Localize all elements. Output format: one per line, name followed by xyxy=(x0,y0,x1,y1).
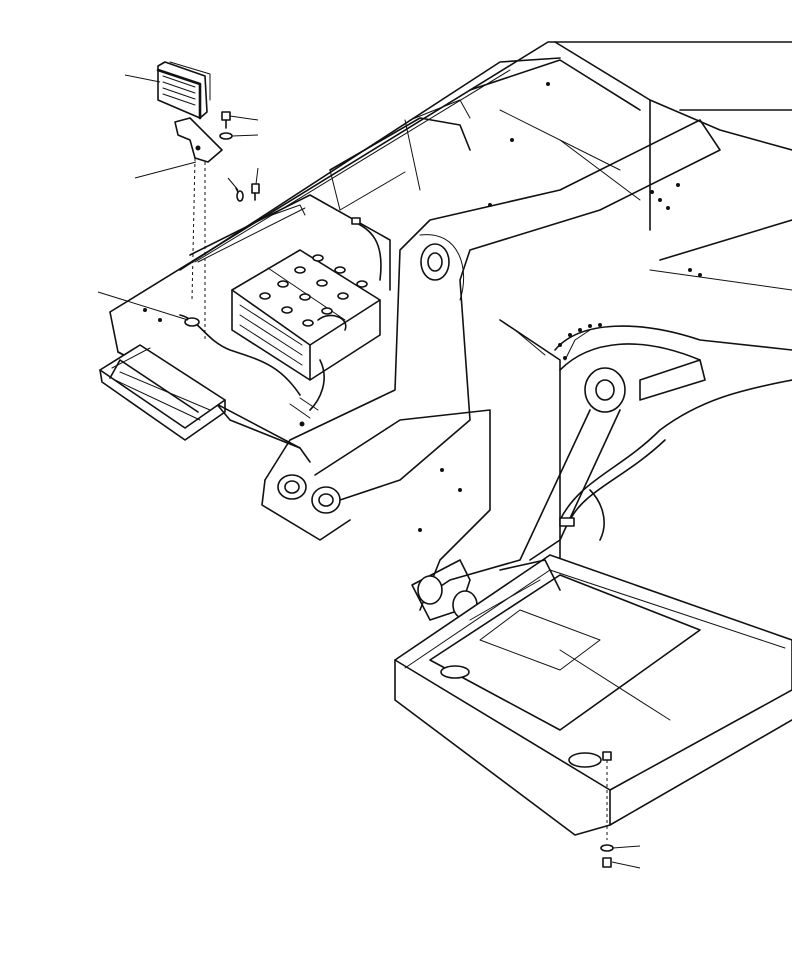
battery-terminals xyxy=(259,254,368,327)
revolving-frame xyxy=(109,41,792,561)
leader-bracket-bolt xyxy=(255,167,259,185)
battery-cover xyxy=(189,194,391,291)
work-lamp xyxy=(156,61,211,120)
leader-floor-bolt xyxy=(611,861,641,869)
leader-lamp-washer xyxy=(231,134,259,137)
counterweight xyxy=(394,554,792,836)
callout-leaders xyxy=(97,74,641,869)
lamp-harness xyxy=(179,217,382,419)
lamp-bracket xyxy=(174,117,223,340)
leader-harness xyxy=(97,291,189,321)
leader-lamp-bolt xyxy=(229,115,259,121)
floor-bolt xyxy=(602,857,612,868)
battery xyxy=(231,249,381,381)
leader-work-lamp xyxy=(124,74,161,83)
lamp-bolt xyxy=(221,111,231,129)
lamp-washer xyxy=(219,132,233,140)
leader-floor-washer xyxy=(612,845,641,849)
leader-bracket-washer xyxy=(227,177,239,191)
boom-harness xyxy=(559,379,792,541)
bracket-fasteners xyxy=(235,183,260,202)
boom xyxy=(261,119,792,621)
leader-lamp-bracket xyxy=(134,161,197,179)
step-plate xyxy=(99,344,226,441)
